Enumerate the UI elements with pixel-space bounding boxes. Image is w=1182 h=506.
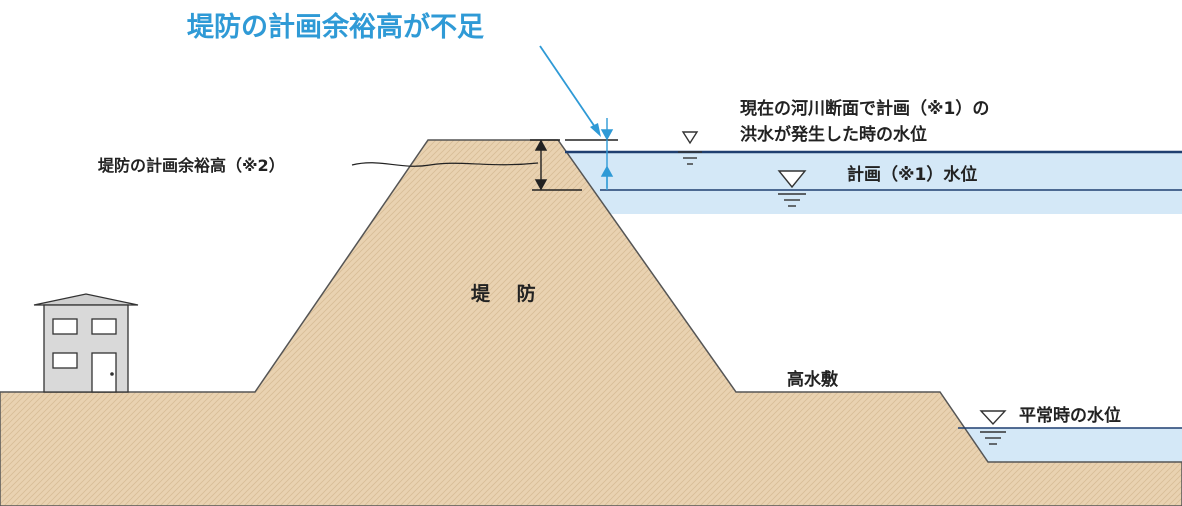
deficit-dimension — [565, 118, 618, 190]
house-icon — [33, 293, 139, 393]
planned-water-level-label: 計画（※1）水位 — [847, 164, 977, 185]
flood-water-band — [565, 152, 1182, 214]
ground-and-levee — [0, 139, 1182, 506]
freeboard-dimension — [530, 139, 582, 191]
diagram-title: 堤防の計画余裕高が不足 — [187, 11, 484, 43]
water-surface-lines — [565, 150, 1182, 429]
water-level-triangle-icon — [777, 170, 807, 207]
current-flood-level-label-line1: 現在の河川断面で計画（※1）の — [740, 98, 989, 119]
title-arrow — [539, 45, 601, 137]
flood-water — [565, 152, 1182, 462]
freeboard-label: 堤防の計画余裕高（※2） — [98, 156, 285, 175]
levee-label: 堤 防 — [471, 282, 546, 305]
normal-water-band — [958, 428, 1182, 462]
water-level-triangle-icon — [979, 410, 1007, 445]
normal-water-level-label: 平常時の水位 — [1019, 405, 1121, 426]
freeboard-leader — [351, 162, 539, 167]
high-water-channel-label: 高水敷 — [787, 369, 839, 390]
current-flood-level-label-line2: 洪水が発生した時の水位 — [740, 124, 927, 145]
water-level-triangle-icon — [678, 131, 702, 165]
